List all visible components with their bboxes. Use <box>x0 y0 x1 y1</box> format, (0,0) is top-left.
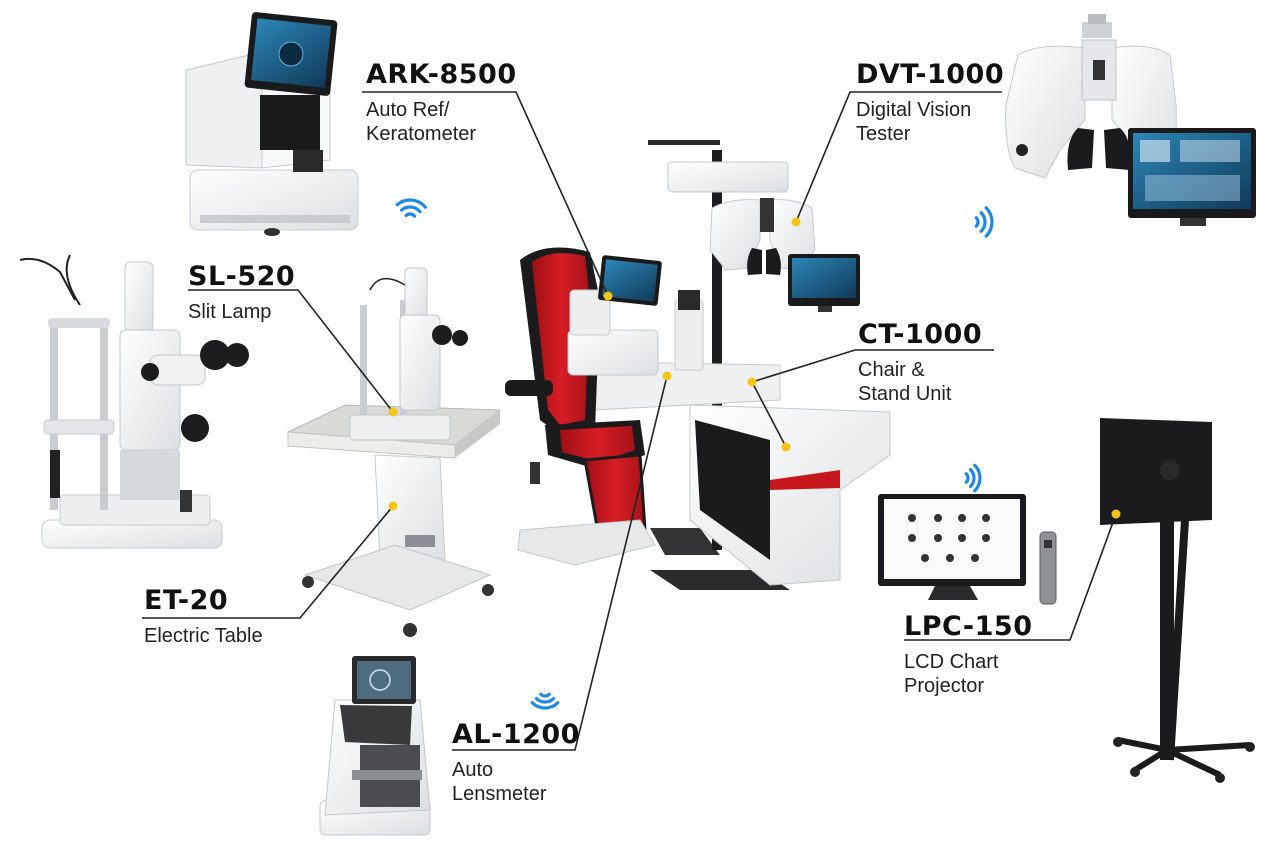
ark-marker <box>603 291 613 301</box>
et-marker <box>388 501 398 511</box>
product-code: LPC-150 <box>904 611 1033 642</box>
product-description: Digital Vision Tester <box>856 98 1004 146</box>
product-description: Chair & Stand Unit <box>858 358 982 406</box>
et-callout <box>142 505 394 619</box>
product-code: AL-1200 <box>452 719 580 750</box>
description-line: Slit Lamp <box>188 301 272 323</box>
description-line: LCD Chart <box>904 651 999 673</box>
product-description: Electric Table <box>144 624 263 648</box>
lpc-marker <box>1111 509 1121 519</box>
product-description: Auto Lensmeter <box>452 758 580 806</box>
lpc-callout <box>904 513 1117 641</box>
dvt-marker <box>791 217 801 227</box>
product-code: CT-1000 <box>858 319 983 350</box>
description-line: Lensmeter <box>452 783 547 805</box>
callout-lines <box>142 91 1117 751</box>
ct-marker-2 <box>781 442 791 452</box>
label-sl-520: SL-520 Slit Lamp <box>188 262 295 324</box>
label-dvt-1000: DVT-1000 Digital Vision Tester <box>856 60 1004 146</box>
marker-dots <box>388 217 1121 519</box>
wifi-signal-icon <box>530 692 560 710</box>
label-ct-1000: CT-1000 Chair & Stand Unit <box>858 320 982 406</box>
ct-marker <box>747 377 757 387</box>
description-line: Auto <box>452 759 494 781</box>
product-description: LCD Chart Projector <box>904 650 1033 698</box>
wifi-signal-icons <box>395 198 994 710</box>
description-line: Tester <box>856 123 911 145</box>
lpc-150-device <box>878 418 1255 783</box>
dvt-callout <box>795 91 1002 223</box>
ark-callout <box>362 91 609 297</box>
description-line: Digital Vision <box>856 99 972 121</box>
wifi-signal-icon <box>964 463 982 493</box>
dvt-1000-device <box>1005 14 1256 226</box>
description-line: Auto Ref/ <box>366 99 450 121</box>
product-code: ET-20 <box>144 585 229 616</box>
product-code: SL-520 <box>188 261 296 292</box>
description-line: Stand Unit <box>858 383 952 405</box>
description-line: Chair & <box>858 359 925 381</box>
description-line: Electric Table <box>144 625 263 647</box>
al-callout <box>452 375 668 751</box>
sl-callout <box>188 289 394 413</box>
description-line: Projector <box>904 675 985 697</box>
wifi-signal-icon <box>395 198 427 218</box>
product-code: DVT-1000 <box>856 59 1005 90</box>
product-code: ARK-8500 <box>366 59 517 90</box>
sl-marker <box>388 407 398 417</box>
ct-callout <box>751 349 994 383</box>
sl-520-device <box>19 254 249 549</box>
label-et-20: ET-20 Electric Table <box>144 586 263 648</box>
al-marker <box>662 371 672 381</box>
et-20-device <box>286 267 502 637</box>
label-lpc-150: LPC-150 LCD Chart Projector <box>904 612 1033 698</box>
wifi-signal-icon <box>974 206 994 238</box>
label-ark-8500: ARK-8500 Auto Ref/ Keratometer <box>366 60 517 146</box>
ct-1000-device <box>505 140 891 590</box>
ark-8500-device <box>185 12 359 236</box>
al-1200-device <box>319 656 431 836</box>
label-al-1200: AL-1200 Auto Lensmeter <box>452 720 580 806</box>
description-line: Keratometer <box>366 123 477 145</box>
product-description: Slit Lamp <box>188 300 295 324</box>
product-description: Auto Ref/ Keratometer <box>366 98 517 146</box>
